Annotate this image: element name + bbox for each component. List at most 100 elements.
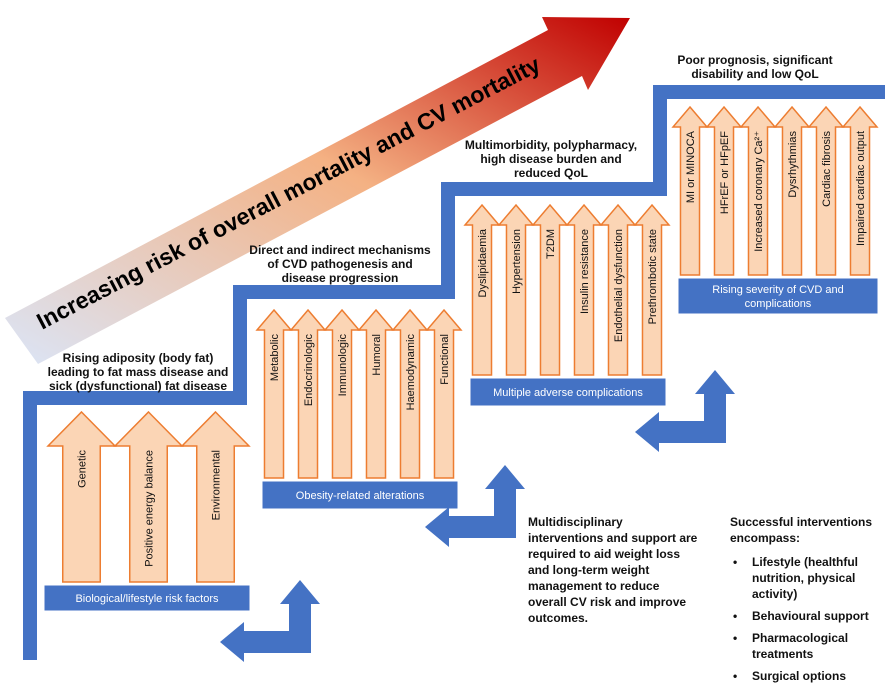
stage-title-line: leading to fat mass disease and xyxy=(48,365,229,379)
arrow-label: Dyslipidaemia xyxy=(477,228,489,297)
up-arrow xyxy=(357,308,395,479)
note-line: overall CV risk and improve xyxy=(528,595,686,609)
bullet-text: Pharmacological xyxy=(752,631,848,645)
arrow-label: T2DM xyxy=(545,229,557,259)
staircase-outline xyxy=(23,85,885,660)
up-arrow xyxy=(773,105,811,276)
label-box-bg xyxy=(261,480,459,510)
up-arrow xyxy=(841,105,879,276)
bullet-text: Lifestyle (healthful xyxy=(752,555,858,569)
arrow-label: Endothelial dysfunction xyxy=(613,229,625,342)
successful-interventions: Successful interventions encompass: • Li… xyxy=(730,515,872,683)
label-box-bg xyxy=(43,584,251,612)
arrow-label: Haemodynamic xyxy=(405,334,417,411)
stage-2-title: Direct and indirect mechanisms of CVD pa… xyxy=(249,243,431,285)
stage-title-line: Rising adiposity (body fat) xyxy=(63,351,214,365)
arrow-label: Hypertension xyxy=(511,229,523,294)
stage-title-line: Poor prognosis, significant xyxy=(677,53,832,67)
stage-4-label-box: Rising severity of CVD and complications xyxy=(677,277,879,315)
bullet-dot: • xyxy=(733,555,737,569)
bullet-text: Behavioural support xyxy=(752,609,869,623)
label-box-text: Multiple adverse complications xyxy=(493,387,643,399)
label-box-text: Obesity-related alterations xyxy=(296,490,425,502)
arrow-label: Impaired cardiac output xyxy=(855,131,867,246)
label-box-text: Rising severity of CVD and xyxy=(712,284,843,296)
feedback-arrows xyxy=(220,370,735,662)
up-arrow xyxy=(531,203,569,376)
bullet-text: activity) xyxy=(752,587,797,601)
stage-title-line: reduced QoL xyxy=(514,166,588,180)
up-arrow xyxy=(671,105,709,276)
stage-3-label-box: Multiple adverse complications xyxy=(469,377,667,407)
up-arrow xyxy=(497,203,535,376)
arrow-label: Cardiac fibrosis xyxy=(821,131,833,207)
stage-title-line: disability and low QoL xyxy=(691,67,818,81)
bent-double-arrow xyxy=(425,465,525,547)
arrow-label: MI or MINOCA xyxy=(685,130,697,203)
stage-3-title: Multimorbidity, polypharmacy, high disea… xyxy=(465,138,637,180)
label-box-bg xyxy=(677,277,879,315)
note-line: interventions and support are xyxy=(528,531,698,545)
stage-2-arrows: Metabolic Endocrinologic Immunologic Humora… xyxy=(255,308,463,479)
arrow-label: Metabolic xyxy=(269,334,281,382)
note-line: outcomes. xyxy=(528,611,588,625)
bullet-text: Surgical options xyxy=(752,669,846,683)
up-arrow xyxy=(113,410,184,583)
stage-title-line: disease progression xyxy=(282,271,399,285)
stage-1-arrows: Genetic Positive energy balance Environmen… xyxy=(46,410,251,583)
up-arrow xyxy=(323,308,361,479)
stage-title-line: high disease burden and xyxy=(480,152,621,166)
arrow-label: Prethrombotic state xyxy=(647,229,659,324)
stage-title-line: sick (dysfunctional) fat disease xyxy=(49,379,227,393)
bullet-dot: • xyxy=(733,631,737,645)
arrow-label: Positive energy balance xyxy=(144,450,156,567)
up-arrow xyxy=(463,203,501,376)
arrow-label: Environmental xyxy=(211,450,223,520)
stage-4-title: Poor prognosis, significant disability a… xyxy=(677,53,832,81)
up-arrow xyxy=(46,410,117,583)
arrow-label: Functional xyxy=(439,334,451,385)
stage-1-label-box: Biological/lifestyle risk factors xyxy=(43,584,251,612)
label-box-bg xyxy=(469,377,667,407)
up-arrow xyxy=(599,203,637,376)
up-arrow xyxy=(255,308,293,479)
stage-title-line: of CVD pathogenesis and xyxy=(267,257,412,271)
note-line: management to reduce xyxy=(528,579,660,593)
interventions-heading: Successful interventions xyxy=(730,515,872,529)
stage-3-arrows: Dyslipidaemia Hypertension T2DM Insulin res… xyxy=(463,203,671,376)
bullet-dot: • xyxy=(733,609,737,623)
up-arrow xyxy=(705,105,743,276)
interventions-note: Multidisciplinary interventions and supp… xyxy=(528,515,698,625)
arrow-label: HFrEF or HFpEF xyxy=(719,131,731,214)
arrow-label: Genetic xyxy=(77,450,89,488)
up-arrow xyxy=(739,105,777,276)
label-box-text: complications xyxy=(745,298,812,310)
up-arrow xyxy=(633,203,671,376)
label-box-text: Biological/lifestyle risk factors xyxy=(75,593,219,605)
arrow-label: Increased coronary Ca²⁺ xyxy=(753,131,765,252)
arrow-label: Insulin resistance xyxy=(579,229,591,314)
up-arrow xyxy=(565,203,603,376)
up-arrow xyxy=(425,308,463,479)
note-line: Multidisciplinary xyxy=(528,515,623,529)
arrow-label: Humoral xyxy=(371,334,383,376)
bullet-dot: • xyxy=(733,669,737,683)
stage-2-label-box: Obesity-related alterations xyxy=(261,480,459,510)
bullet-text: nutrition, physical xyxy=(752,571,855,585)
note-line: and long-term weight xyxy=(528,563,649,577)
bullet-text: treatments xyxy=(752,647,814,661)
bent-double-arrow xyxy=(635,370,735,452)
up-arrow xyxy=(289,308,327,479)
stage-title-line: Multimorbidity, polypharmacy, xyxy=(465,138,637,152)
arrow-label: Endocrinologic xyxy=(303,334,315,407)
bent-double-arrow xyxy=(220,580,320,662)
up-arrow xyxy=(807,105,845,276)
arrow-label: Dysrhythmias xyxy=(787,131,799,198)
interventions-heading: encompass: xyxy=(730,531,800,545)
arrow-label: Immunologic xyxy=(337,334,349,397)
stage-1-title: Rising adiposity (body fat) leading to f… xyxy=(48,351,229,393)
stage-title-line: Direct and indirect mechanisms xyxy=(249,243,431,257)
banner-arrow-shape xyxy=(5,17,630,364)
up-arrow xyxy=(391,308,429,479)
